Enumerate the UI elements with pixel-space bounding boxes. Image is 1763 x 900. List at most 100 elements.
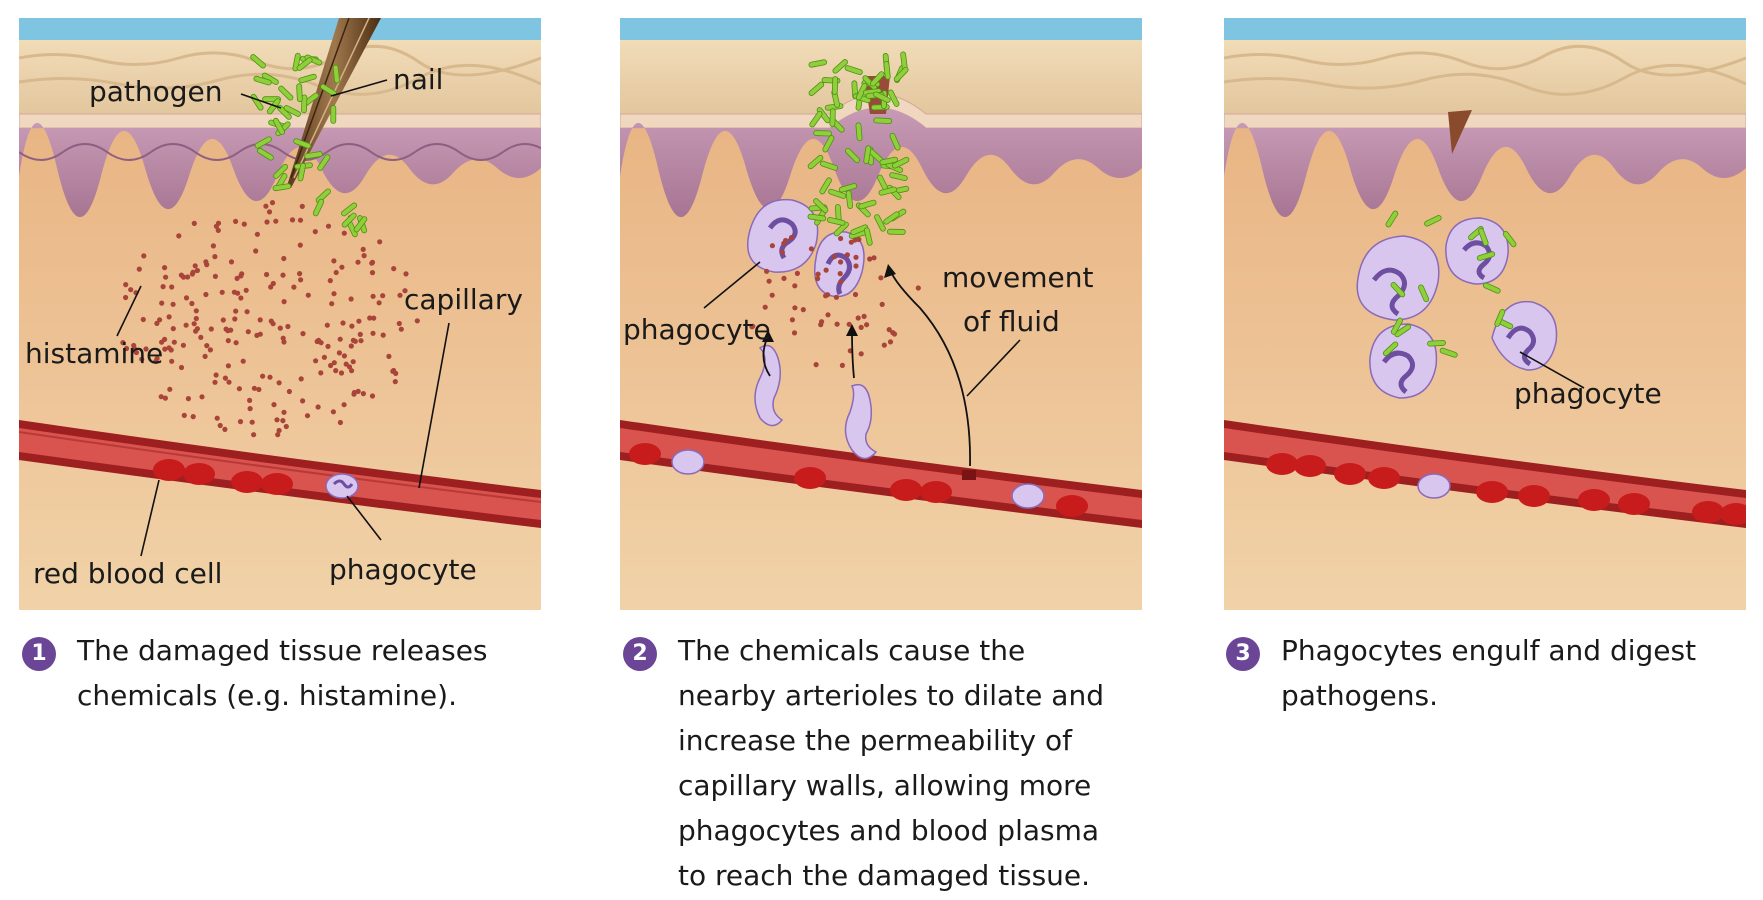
phagocytes-in-vessel <box>671 449 1045 509</box>
label-of-fluid: of fluid <box>963 305 1060 338</box>
pathogen-rod <box>855 122 863 142</box>
histamine-dot <box>764 268 770 274</box>
histamine-dot <box>871 255 877 261</box>
histamine-dot <box>170 301 176 307</box>
phagocyte-in-vessel <box>325 473 359 499</box>
histamine-dot <box>253 248 259 254</box>
histamine-dot <box>212 379 218 385</box>
histamine-dot <box>881 342 887 348</box>
histamine-dot <box>171 339 177 345</box>
histamine-dot <box>331 258 337 264</box>
histamine-dot <box>245 329 251 335</box>
histamine-dot <box>333 269 339 276</box>
histamine-dot <box>154 320 160 326</box>
histamine-dot <box>170 326 176 332</box>
histamine-dot <box>123 282 129 288</box>
pathogen-rod <box>808 81 825 96</box>
histamine-dot <box>281 255 287 262</box>
histamine-dot <box>818 322 824 328</box>
red-blood-cells <box>153 459 293 495</box>
histamine-dot <box>879 301 885 307</box>
panel-1-damaged-tissue: pathogen nail capillary histamine red bl… <box>19 18 541 610</box>
histamine-dot <box>266 209 273 215</box>
histamine-dot <box>316 337 322 343</box>
histamine-dot <box>226 379 232 385</box>
pathogen-rod <box>278 85 294 101</box>
pathogen-rod <box>250 54 266 69</box>
histamine-dot <box>120 340 126 346</box>
histamine-dot <box>166 314 172 320</box>
histamine-dot <box>298 376 304 382</box>
histamine-dot <box>348 296 354 302</box>
sky <box>1224 18 1746 40</box>
histamine-dot <box>346 364 353 370</box>
histamine-dot <box>337 336 343 342</box>
pathogen-rod <box>256 147 274 161</box>
pathogen-rod <box>873 91 891 103</box>
histamine-dot <box>878 275 884 281</box>
pathogen-rod <box>883 60 891 80</box>
histamine-dot <box>204 343 210 349</box>
histamine-dot <box>213 372 219 378</box>
histamine-dot <box>225 363 231 369</box>
panel-1-illustration <box>19 18 541 610</box>
healing-wound <box>1448 110 1472 154</box>
histamine-dot <box>831 254 838 260</box>
histamine-dot <box>181 412 187 418</box>
histamine-dot <box>157 317 163 323</box>
histamine-dot <box>190 414 196 420</box>
pathogen-rod <box>330 105 337 124</box>
label-phagocyte: phagocyte <box>623 313 771 346</box>
pathogen-rod <box>863 145 872 165</box>
histamine-dot <box>180 342 186 348</box>
label-movement: movement <box>942 261 1094 294</box>
histamine-dot <box>329 301 335 307</box>
histamine-dot <box>838 259 844 265</box>
histamine-dot <box>792 305 798 311</box>
histamine-dot <box>193 328 199 334</box>
pathogen-rod <box>293 138 312 149</box>
phagocytes-engulfing <box>1356 217 1558 399</box>
pathogen-rod <box>809 110 823 128</box>
histamine-dot <box>891 331 898 337</box>
histamine-dot <box>864 322 870 328</box>
histamine-dot <box>794 270 800 276</box>
histamine-dot <box>304 413 311 419</box>
histamine-dot <box>222 375 228 381</box>
histamine-dot <box>232 316 238 322</box>
histamine-dot <box>169 358 175 364</box>
histamine-dot <box>377 239 383 245</box>
histamine-dot <box>823 293 829 299</box>
histamine-dot <box>263 203 269 209</box>
sky <box>19 18 541 40</box>
histamine-dot <box>808 246 814 252</box>
label-phagocyte: phagocyte <box>329 553 477 586</box>
histamine-dot <box>281 409 287 415</box>
histamine-dot <box>361 253 367 259</box>
pathogen-rod <box>889 132 901 151</box>
pathogen-rod <box>807 213 827 222</box>
red-blood-cells <box>1266 453 1746 525</box>
pathogen-rod <box>1502 231 1517 248</box>
histamine-dot <box>225 328 231 334</box>
histamine-dot <box>838 279 844 285</box>
panel-3-illustration <box>1224 18 1746 610</box>
histamine-dot <box>312 229 318 235</box>
histamine-dot <box>823 267 829 273</box>
histamine-dot <box>247 406 253 412</box>
histamine-dot <box>325 343 331 349</box>
histamine-dot <box>162 346 168 352</box>
histamine-dot <box>169 284 175 290</box>
histamine-dot <box>231 289 237 295</box>
pathogen-rod <box>869 71 885 87</box>
histamine-dot <box>274 417 280 423</box>
pathogen-rod <box>813 130 832 137</box>
histamine-dot <box>402 288 408 294</box>
pathogen-rod <box>813 198 829 214</box>
histamine-dot <box>276 380 282 386</box>
histamine-dot <box>240 358 246 364</box>
histamine-dot <box>769 292 775 298</box>
leader-lines <box>1519 351 1585 389</box>
histamine-dot <box>243 287 249 293</box>
histamine-dot <box>143 346 149 352</box>
